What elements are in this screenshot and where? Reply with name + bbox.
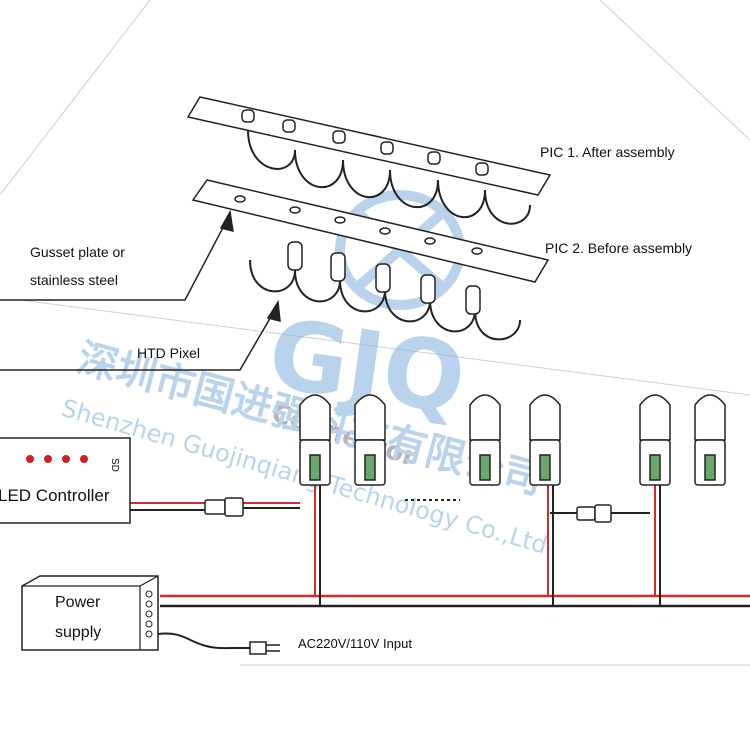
- pixel-4: [529, 394, 561, 486]
- htd-pixel-label: HTD Pixel: [137, 345, 200, 361]
- controller-indicator-leds: [26, 455, 88, 463]
- pixel-drop-wires: [314, 470, 661, 606]
- pic2-gusset-plate: [191, 179, 550, 283]
- terminal-block: [145, 590, 153, 638]
- callout-arrows: [0, 209, 281, 371]
- pixel-3: [469, 394, 501, 486]
- main-power-bus: [160, 594, 750, 608]
- data-wires: [130, 499, 650, 514]
- gusset-label-line2: stainless steel: [30, 272, 118, 288]
- ac-input-label: AC220V/110V Input: [298, 636, 412, 651]
- pic2-loose-pixels: [249, 241, 521, 341]
- pixel-row: [299, 394, 726, 486]
- controller-label: LED Controller: [0, 486, 110, 505]
- power-supply: Power supply: [21, 575, 159, 651]
- controller-sd-label: SD: [109, 458, 120, 472]
- pixel-1: [299, 394, 331, 486]
- ac-input-cord: [157, 632, 280, 655]
- background-frame: [0, 0, 750, 666]
- led-controller: SD LED Controller: [0, 437, 131, 524]
- power-supply-line2: supply: [55, 624, 101, 641]
- power-supply-line1: Power: [55, 594, 101, 611]
- connector-2: [576, 504, 612, 523]
- gusset-label-line1: Gusset plate or: [30, 244, 125, 260]
- pic1-label: PIC 1. After assembly: [540, 144, 675, 160]
- connector-1: [204, 497, 244, 517]
- pixel-5: [639, 394, 671, 486]
- pic2-label: PIC 2. Before assembly: [545, 240, 692, 256]
- pixel-2: [354, 394, 386, 486]
- pic1-assembled-strip: [186, 96, 552, 225]
- pixel-6: [694, 394, 726, 486]
